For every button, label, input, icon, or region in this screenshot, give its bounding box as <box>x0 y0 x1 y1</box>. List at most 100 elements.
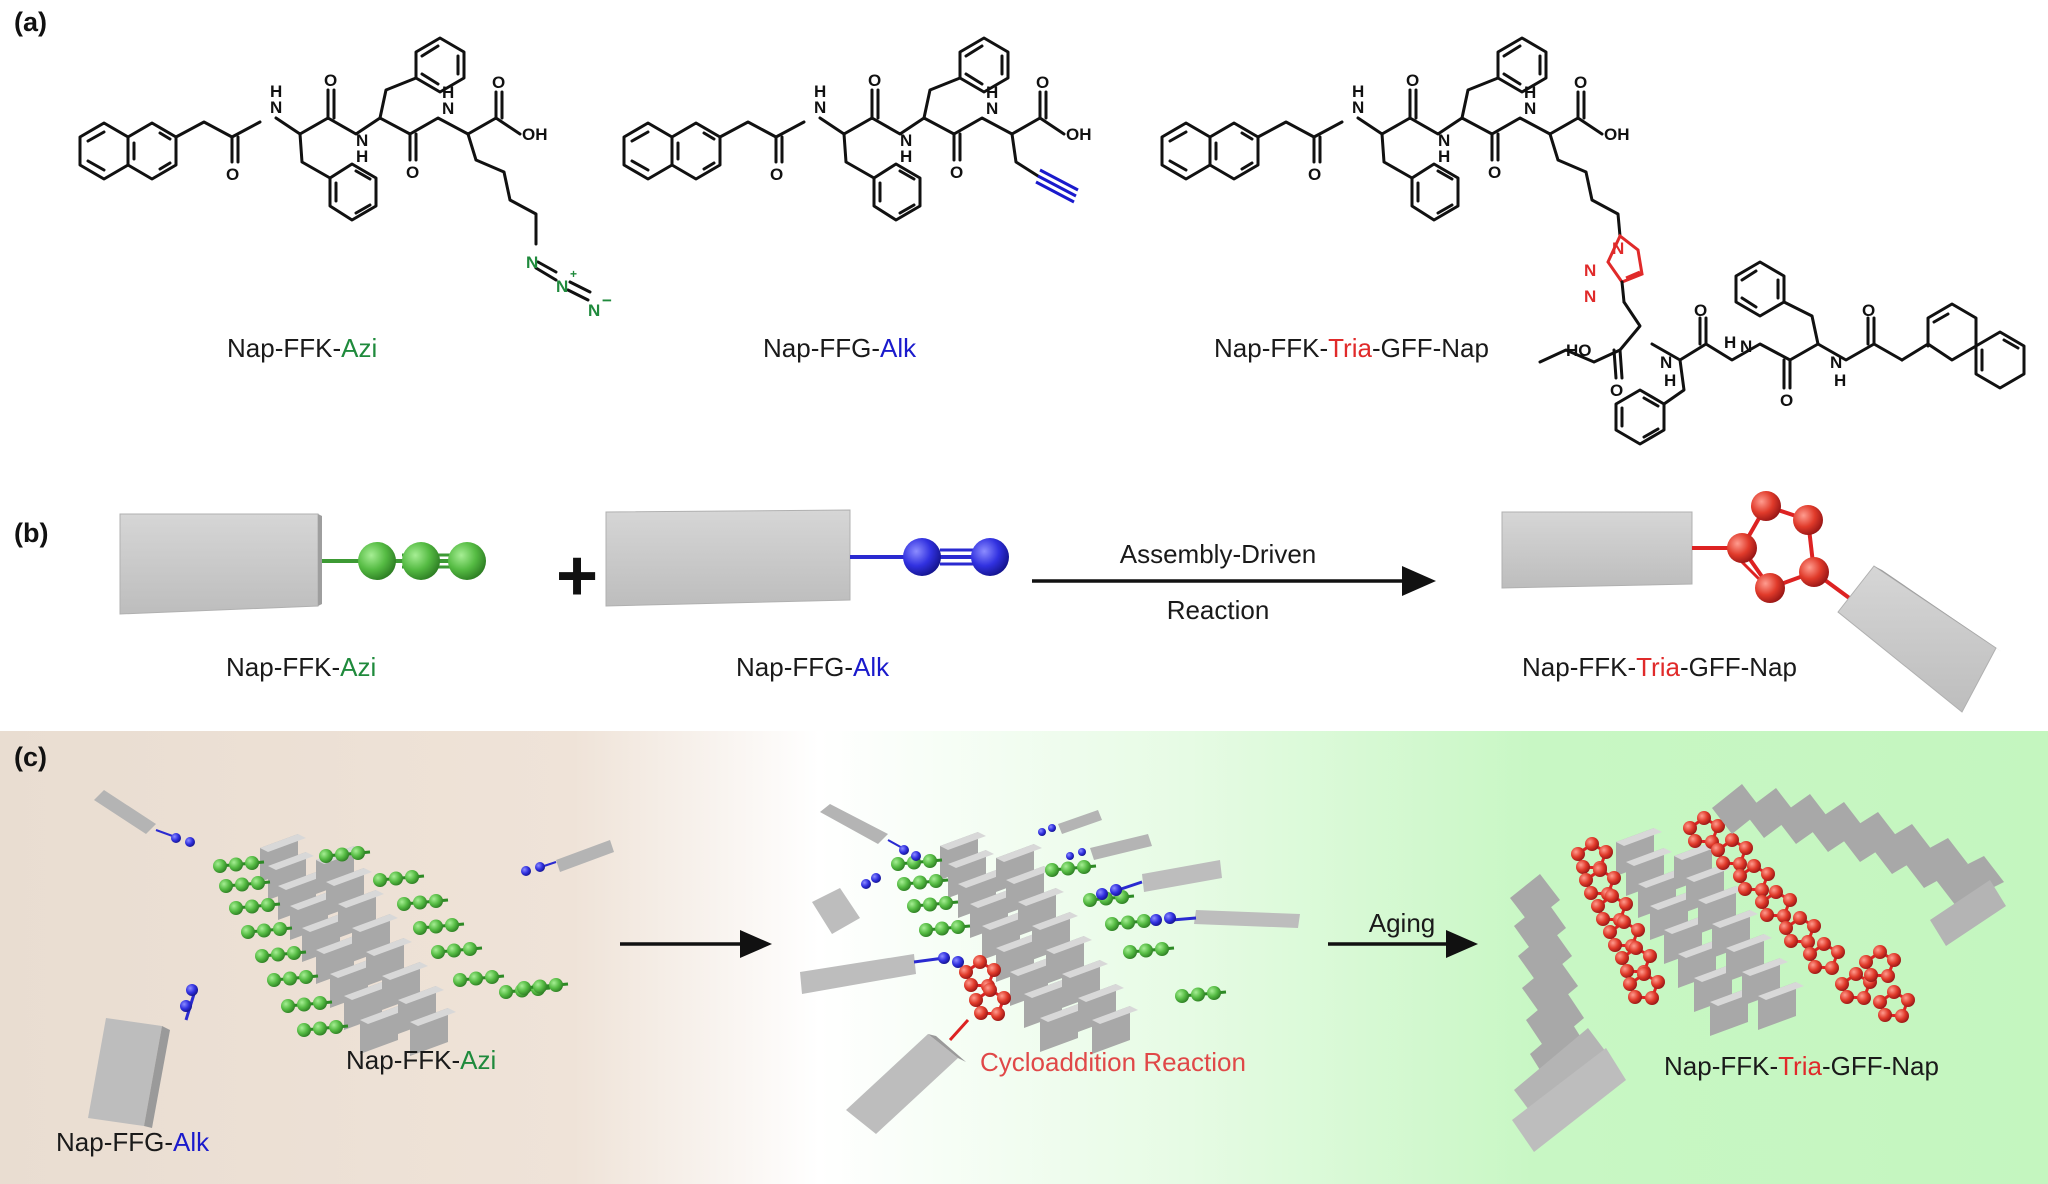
caption-a-tria-tag: Tria <box>1328 333 1372 363</box>
alk-n1: N <box>814 98 826 117</box>
azi-n1: N <box>270 98 282 117</box>
structure-nap-ffk-azi <box>78 36 592 302</box>
caption-c-alk: Nap-FFG-Alk <box>56 1127 210 1157</box>
caption-b-tria-base: Nap-FFK- <box>1522 652 1636 682</box>
reaction-arrow-b <box>1032 566 1436 596</box>
azi-azide-n3: N <box>588 301 600 320</box>
caption-a-tria-suffix: -GFF-Nap <box>1372 333 1489 363</box>
stage1-free-alk-1 <box>94 790 195 847</box>
tria-o6: O <box>1780 391 1793 410</box>
caption-c-tria: Nap-FFK-Tria-GFF-Nap <box>1664 1051 1939 1081</box>
azi-azide-plus: + <box>570 267 577 281</box>
tria-h3: H <box>1524 83 1536 102</box>
stage3-outer-blocks-left <box>1510 874 1626 1152</box>
caption-a-azi: Nap-FFK-Azi <box>227 333 377 363</box>
model-nap-ffk-azi <box>119 513 486 615</box>
plus-sign: + <box>556 536 598 616</box>
alk-o1: O <box>868 71 881 90</box>
model-nap-ffk-tria-gff-nap <box>1501 491 2002 713</box>
azi-h3: H <box>442 83 454 102</box>
azide-sphere-1 <box>358 542 396 580</box>
panel-a-label: (a) <box>14 7 47 37</box>
stage1-free-alk-2 <box>521 840 614 876</box>
tria-triazole-ring <box>1606 233 1644 284</box>
tria-n5: N <box>1740 337 1752 356</box>
caption-a-azi-tag: Azi <box>341 333 377 363</box>
arrow-label-bottom: Reaction <box>1167 595 1270 625</box>
caption-b-tria-tag: Tria <box>1636 652 1680 682</box>
panel-c-label: (c) <box>14 742 47 772</box>
azide-sphere-2 <box>402 542 440 580</box>
azi-o3: O <box>492 73 505 92</box>
tria-o5: O <box>1694 301 1707 320</box>
alkyne-sphere-2 <box>971 538 1009 576</box>
azi-azide-n2: N <box>556 277 568 296</box>
caption-c-azi: Nap-FFK-Azi <box>346 1045 496 1075</box>
tria-h5: H <box>1724 333 1736 352</box>
caption-a-tria-base: Nap-FFK- <box>1214 333 1328 363</box>
aging-label: Aging <box>1369 908 1436 938</box>
caption-c-alk-base: Nap-FFG- <box>56 1127 173 1157</box>
model-nap-ffg-alk <box>605 509 1009 607</box>
tria-o7: O <box>1862 301 1875 320</box>
caption-b-azi: Nap-FFK-Azi <box>226 652 376 682</box>
caption-b-tria: Nap-FFK-Tria-GFF-Nap <box>1522 652 1797 682</box>
alk-h1: H <box>814 82 826 101</box>
tria-o2: O <box>1488 163 1501 182</box>
arrow-c-2 <box>1328 930 1478 958</box>
structure-nap-ffk-tria-gff-nap <box>1160 36 2026 446</box>
tria-o3: O <box>1574 73 1587 92</box>
tria-h4: H <box>1664 371 1676 390</box>
caption-b-alk: Nap-FFG-Alk <box>736 652 890 682</box>
caption-a-azi-base: Nap-FFK- <box>227 333 341 363</box>
caption-b-azi-base: Nap-FFK- <box>226 652 340 682</box>
tria-n4: N <box>1660 353 1672 372</box>
caption-b-alk-base: Nap-FFG- <box>736 652 853 682</box>
caption-a-alk-tag: Alk <box>880 333 917 363</box>
arrow-c-1 <box>620 930 772 958</box>
tria-o4: O <box>1610 381 1623 400</box>
azi-o0: O <box>226 165 239 184</box>
tria-o1: O <box>1406 71 1419 90</box>
alk-h3: H <box>986 83 998 102</box>
stage2-free-alk-blocks <box>800 804 1300 1134</box>
caption-a-alk-base: Nap-FFG- <box>763 333 880 363</box>
caption-a-tria: Nap-FFK-Tria-GFF-Nap <box>1214 333 1489 363</box>
caption-c-azi-tag: Azi <box>460 1045 496 1075</box>
tria-oh1: OH <box>1604 125 1630 144</box>
tria-o0: O <box>1308 165 1321 184</box>
caption-c-azi-base: Nap-FFK- <box>346 1045 460 1075</box>
azi-h2: H <box>356 147 368 166</box>
panel-b-label: (b) <box>14 518 48 548</box>
caption-c-tria-suffix: -GFF-Nap <box>1822 1051 1939 1081</box>
tria-n2: N <box>1438 131 1450 150</box>
alk-o3: O <box>1036 73 1049 92</box>
caption-b-tria-suffix: -GFF-Nap <box>1680 652 1797 682</box>
azi-n3: N <box>442 99 454 118</box>
alk-o2: O <box>950 163 963 182</box>
caption-a-alk: Nap-FFG-Alk <box>763 333 917 363</box>
caption-c-tria-base: Nap-FFK- <box>1664 1051 1778 1081</box>
tria-h2: H <box>1438 147 1450 166</box>
tria-ring-n2: N <box>1584 261 1596 280</box>
tria-n3: N <box>1524 99 1536 118</box>
azi-o2: O <box>406 163 419 182</box>
azi-oh: OH <box>522 125 548 144</box>
alk-o0: O <box>770 165 783 184</box>
structure-nap-ffg-alk <box>622 36 1066 222</box>
stage1-free-alk-3 <box>88 984 198 1128</box>
azi-azide-minus: − <box>602 291 612 310</box>
azi-azide-n1: N <box>526 253 538 272</box>
tria-ho: HO <box>1566 341 1592 360</box>
tria-h1: H <box>1352 82 1364 101</box>
caption-c-tria-tag: Tria <box>1778 1051 1822 1081</box>
azide-sphere-3 <box>448 542 486 580</box>
azi-n2: N <box>356 131 368 150</box>
tria-ring-n1: N <box>1612 239 1624 258</box>
arrow-label-top: Assembly-Driven <box>1120 539 1317 569</box>
alk-h2: H <box>900 147 912 166</box>
alkyne-sphere-1 <box>903 538 941 576</box>
azi-o1: O <box>324 71 337 90</box>
stage3-outer-blocks-right <box>1712 784 2006 946</box>
alk-n3: N <box>986 99 998 118</box>
